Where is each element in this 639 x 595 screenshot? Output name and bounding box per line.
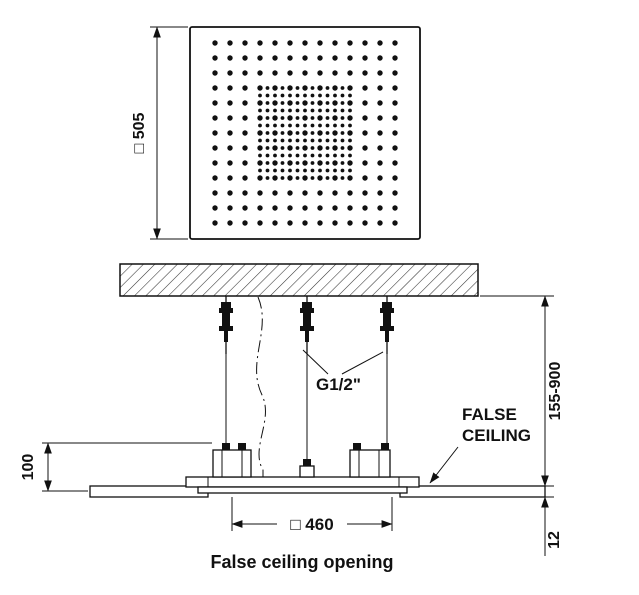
fitting-part [380,326,394,331]
false-ceiling-arrow [429,446,459,484]
nozzle-grid [212,40,398,226]
bracket-clamp [353,443,361,450]
false-ceiling-callout: FALSE CEILING [429,405,531,484]
label-backing [277,513,347,533]
water-connection-right [380,296,394,354]
box-height-label: 100 [20,454,37,481]
bracket-clamp [238,443,246,450]
fitting-part [221,302,231,308]
dim-head-size: □ 505 [131,26,188,240]
fitting-part [385,331,389,342]
ceiling-slab [119,263,479,297]
flex-break-line [256,296,266,481]
fitting-part [224,331,228,342]
panel-thickness-label: 12 [546,531,563,549]
false-ceiling-label-2: CEILING [462,426,531,445]
head-size-label: □ 505 [131,113,148,154]
fitting-part [383,313,391,326]
head-under-plate [197,486,408,494]
fitting-part [300,308,314,313]
water-connection-middle [300,296,314,354]
fitting-part [219,326,233,331]
dim-box-height: 100 [20,442,212,492]
dim-drop-range: 155-900 [480,295,564,487]
fitting-part [219,308,233,313]
dim-opening: □ 460 [231,497,393,534]
dim-panel-thickness: 12 [541,496,563,556]
fitting-part [305,331,309,342]
fitting-part [380,308,394,313]
water-connection-left [219,296,233,354]
middle-connector [299,465,315,478]
leader-line [302,349,329,375]
drop-range-label: 155-900 [547,362,564,421]
middle-connector-clamp [303,459,311,466]
thread-label: G1/2" [316,375,361,394]
false-ceiling-right [399,485,546,498]
bracket-clamp [381,443,389,450]
head-assembly [185,443,420,494]
fitting-part [303,313,311,326]
fitting-part [300,326,314,331]
false-ceiling-label-1: FALSE [462,405,517,424]
fitting-part [382,302,392,308]
bracket-clamp [222,443,230,450]
head-plate [185,476,420,488]
mounting-bracket-right [349,449,391,478]
leader-line [341,351,384,375]
opening-size-label: □ 460 [290,515,333,534]
drawing-caption: False ceiling opening [210,552,393,572]
top-view [189,26,421,240]
thread-callout: G1/2" [302,349,384,394]
fitting-part [302,302,312,308]
fitting-part [222,313,230,326]
slab-hatch [119,263,479,297]
mounting-bracket-left [212,449,252,478]
